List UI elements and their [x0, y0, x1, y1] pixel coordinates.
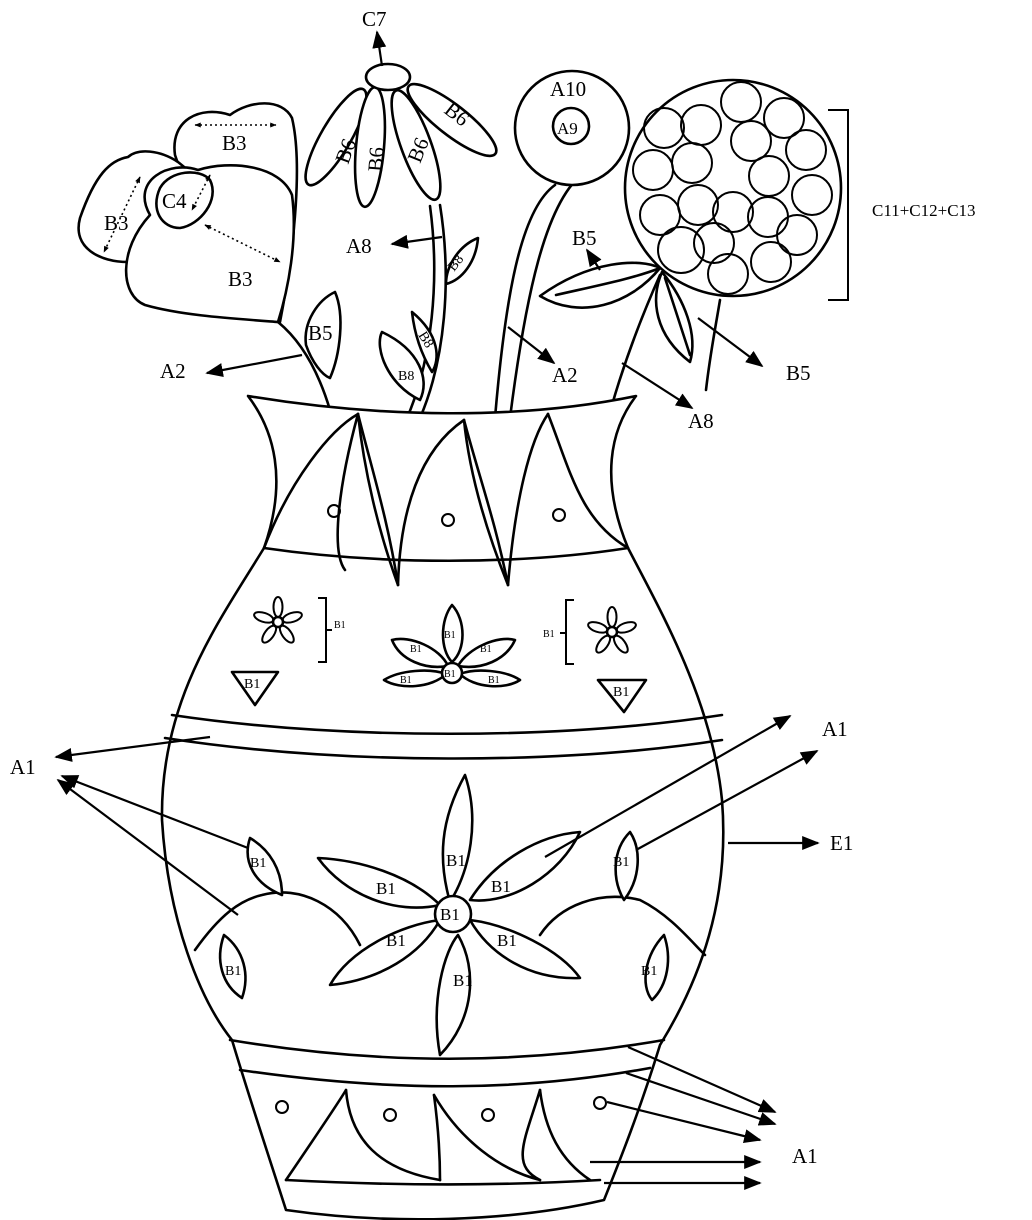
label-group: C11+C12+C13 [872, 201, 976, 220]
label-b1-leaf-right-bottom: B1 [641, 964, 657, 979]
label-b5-top: B5 [572, 226, 597, 250]
label-a9: A9 [557, 119, 578, 138]
label-a1-right: A1 [822, 717, 848, 741]
label-b5-right: B5 [786, 361, 811, 385]
label-b1-big-upright: B1 [491, 877, 511, 896]
stem-lollipop [495, 185, 555, 418]
label-b1-cf-top: B1 [444, 630, 456, 641]
label-b5-left: B5 [308, 321, 333, 345]
label-b1-triangle-right: B1 [613, 685, 629, 700]
label-b1-big-top: B1 [446, 851, 466, 870]
label-b1-big-lowright: B1 [497, 931, 517, 950]
daisy-flower [296, 64, 505, 208]
label-a2-left: A2 [160, 359, 186, 383]
vase [162, 396, 723, 1219]
label-b3-top: B3 [222, 131, 247, 155]
label-b1-big-bottom: B1 [453, 971, 473, 990]
label-b1-cf-upright: B1 [480, 644, 492, 655]
label-b1-leaf-right-top: B1 [613, 855, 629, 870]
label-b1-big-upleft: B1 [376, 879, 396, 898]
label-b1-big-lowleft: B1 [386, 931, 406, 950]
label-a8-bottom: A8 [688, 409, 714, 433]
label-c7: C7 [362, 7, 387, 31]
label-b1-cf-lowright: B1 [488, 675, 500, 686]
label-b3-left: B3 [104, 211, 129, 235]
label-b1-shoulder-right: B1 [543, 629, 555, 640]
label-e1: E1 [830, 831, 853, 855]
label-b1-triangle-left: B1 [244, 677, 260, 692]
label-a10: A10 [550, 77, 586, 101]
label-b1-big-center: B1 [440, 905, 460, 924]
label-b1-cf-center: B1 [444, 669, 456, 680]
label-c4: C4 [162, 189, 187, 213]
label-b1-leaf-left-top: B1 [250, 856, 266, 871]
label-b1-shoulder-left: B1 [334, 620, 346, 631]
label-a2-right: A2 [552, 363, 578, 387]
label-b1-cf-lowleft: B1 [400, 675, 412, 686]
label-a8-top: A8 [346, 234, 372, 258]
label-b1-leaf-left-bottom: B1 [225, 964, 241, 979]
label-b3-bottom: B3 [228, 267, 253, 291]
label-a1-left: A1 [10, 755, 36, 779]
label-a1-bottom: A1 [792, 1144, 818, 1168]
label-b8-3: B8 [398, 369, 414, 384]
label-b1-cf-upleft: B1 [410, 644, 422, 655]
label-b6-2: B6 [363, 146, 389, 172]
